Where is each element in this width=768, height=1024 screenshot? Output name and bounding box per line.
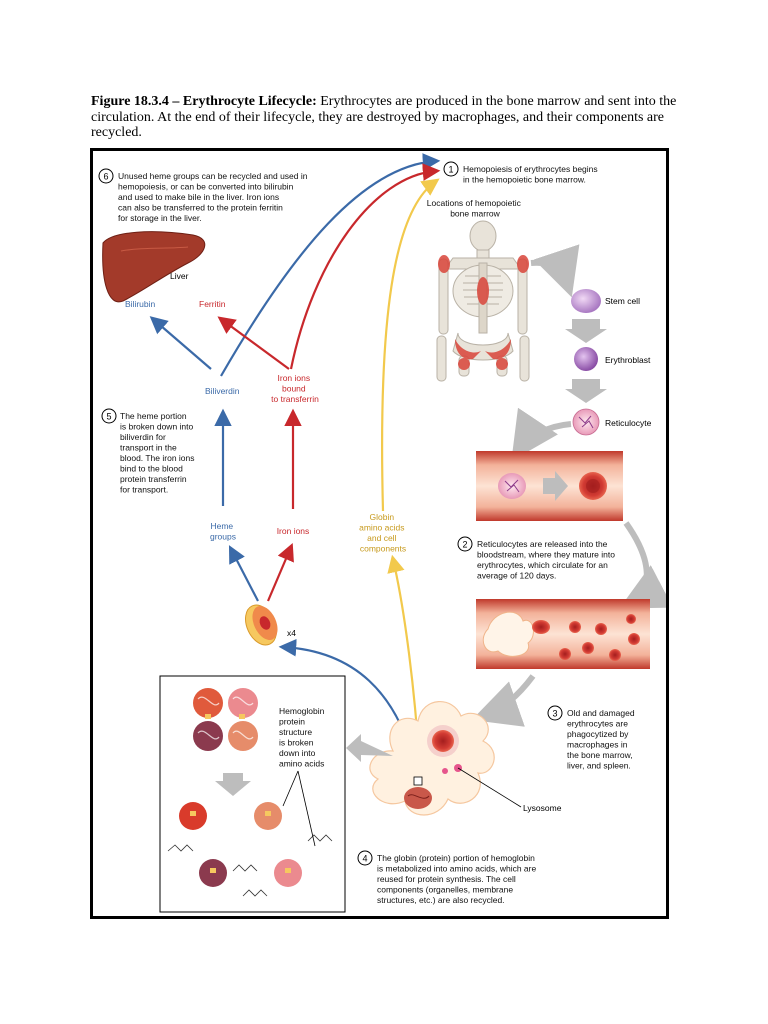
diagram-frame: 6 Unused heme groups can be recycled and… (90, 148, 674, 919)
marrow-to-stem-arrow (530, 244, 580, 298)
lysosome-pointer (457, 767, 522, 808)
macrophage (369, 701, 495, 816)
liver-label: Liver (170, 271, 189, 281)
step-3-number: 3 (552, 709, 557, 719)
figure-caption: Figure 18.3.4 – Erythrocyte Lifecycle: E… (91, 94, 681, 141)
step-5-text: The heme portion is broken down into bil… (120, 411, 197, 495)
step-1-number: 1 (448, 165, 453, 175)
step-2: 2 Reticulocytes are released into the bl… (457, 536, 617, 581)
hemoglobin-pointer-lines (282, 770, 316, 847)
vessel-to-vessel-arrow (619, 521, 674, 609)
blood-vessel-upper (476, 451, 623, 521)
stem-to-erythroblast-arrow (565, 319, 607, 343)
disc-to-iron-arrow (266, 542, 294, 602)
step-1: 1 Hemopoiesis of erythrocytes begins in … (443, 161, 600, 185)
step-5: 5 The heme portion is broken down into b… (101, 408, 197, 495)
figure-title: Figure 18.3.4 – Erythrocyte Lifecycle: (91, 94, 317, 109)
liver-illustration (102, 231, 206, 303)
erythroblast-to-reticulocyte-arrow (565, 379, 607, 403)
vessel-to-macrophage-arrow (471, 674, 536, 727)
stem-cell-label: Stem cell (605, 296, 640, 306)
step-3-badge (547, 705, 563, 721)
step-3: 3 Old and damaged erythrocytes are phago… (547, 705, 637, 771)
erythroblast-label: Erythroblast (605, 355, 651, 365)
step-5-badge (101, 408, 117, 424)
step-4-badge (357, 850, 373, 866)
heme-recycle-arrow (220, 153, 441, 377)
step-4-number: 4 (362, 854, 367, 864)
step-1-badge (443, 161, 459, 177)
step-2-number: 2 (462, 540, 467, 550)
marrow-sites (438, 255, 529, 370)
iron-ions-label: Iron ions (277, 526, 310, 536)
step-3-text: Old and damaged erythrocytes are phagocy… (567, 708, 637, 771)
subunits (179, 802, 302, 887)
step-4-text: The globin (protein) portion of hemoglob… (377, 853, 539, 905)
biliverdin-to-bilirubin-arrow (149, 316, 212, 370)
reticulocyte (572, 408, 600, 436)
step-6-badge (98, 168, 114, 184)
biliverdin-label: Biliverdin (205, 386, 240, 396)
amino-acid-chains (167, 834, 333, 897)
hemoglobin-text: Hemoglobin protein structure is broken d… (279, 706, 327, 769)
globin-label: Globin amino acids and cell components (359, 512, 407, 554)
step-6-number: 6 (103, 172, 108, 182)
step-2-badge (457, 536, 473, 552)
reticulocyte-to-vessel-arrow (511, 407, 572, 461)
hemoglobin-breakdown-arrow (215, 773, 251, 796)
ferritin-label: Ferritin (199, 299, 226, 309)
reticulocyte-label: Reticulocyte (605, 418, 652, 428)
erythrocyte-lifecycle-diagram: 6 Unused heme groups can be recycled and… (98, 153, 674, 913)
step-5-number: 5 (106, 412, 111, 422)
step-4: 4 The globin (protein) portion of hemogl… (357, 850, 539, 905)
iron-transferrin-label: Iron ions bound to transferrin (271, 373, 319, 404)
step-2-text: Reticulocytes are released into the bloo… (477, 539, 617, 581)
step-1-text: Hemopoiesis of erythrocytes begins in th… (463, 164, 600, 185)
iron-recycle-arrow (289, 163, 441, 370)
hemoglobin-molecule (193, 688, 258, 751)
marrow-locations-label: Locations of hemopoietic bone marrow (427, 198, 523, 219)
blood-vessel-lower (476, 599, 650, 669)
step-6: 6 Unused heme groups can be recycled and… (98, 168, 310, 223)
globin-recycle-arrow (380, 178, 440, 512)
figure-description: Erythrocytes are produced in the bone ma… (91, 94, 677, 140)
x4-label: x4 (287, 628, 296, 638)
stem-cell (571, 289, 601, 313)
disc-to-heme-arrow (228, 545, 259, 602)
heme-disc (245, 604, 278, 646)
macrophage-to-hemoglobin-arrow (346, 734, 393, 762)
heme-groups-label: Heme groups (210, 521, 236, 542)
step-6-text: Unused heme groups can be recycled and u… (118, 171, 310, 223)
hemoglobin-inset: Hemoglobin protein structure is broken d… (159, 675, 346, 913)
lysosome-label: Lysosome (523, 803, 562, 813)
erythroblast (574, 347, 598, 371)
bilirubin-label: Bilirubin (125, 299, 156, 309)
transferrin-to-ferritin-arrow (217, 316, 290, 370)
